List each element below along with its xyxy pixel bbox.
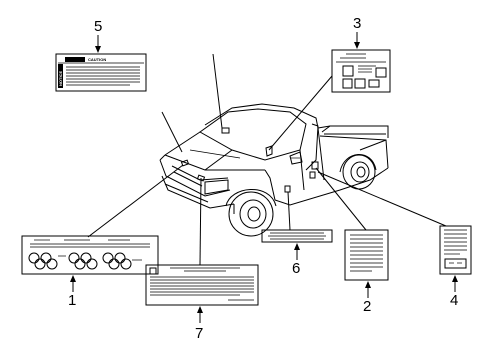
label-4 <box>439 225 472 292</box>
label-3 <box>331 32 391 93</box>
callout-numbers: 5 3 1 7 6 2 4 <box>68 15 458 342</box>
label-6 <box>261 229 333 260</box>
callout-1: 1 <box>68 292 76 309</box>
callout-5: 5 <box>94 18 102 35</box>
pickup-truck-illustration <box>159 103 389 237</box>
label-5-side-text: NOTICE <box>58 71 63 86</box>
label-1-tire-pressure <box>21 235 159 292</box>
leader-lines <box>87 53 447 266</box>
callout-4: 4 <box>450 292 458 309</box>
callout-2: 2 <box>363 298 371 315</box>
label-5-header-text: CAUTION <box>88 57 106 62</box>
callout-7: 7 <box>195 325 203 342</box>
label-2 <box>344 229 389 298</box>
label-7 <box>145 264 259 323</box>
label-5-caution: CAUTION NOTICE <box>55 35 147 92</box>
callout-3: 3 <box>353 15 361 32</box>
callout-6: 6 <box>292 260 300 277</box>
